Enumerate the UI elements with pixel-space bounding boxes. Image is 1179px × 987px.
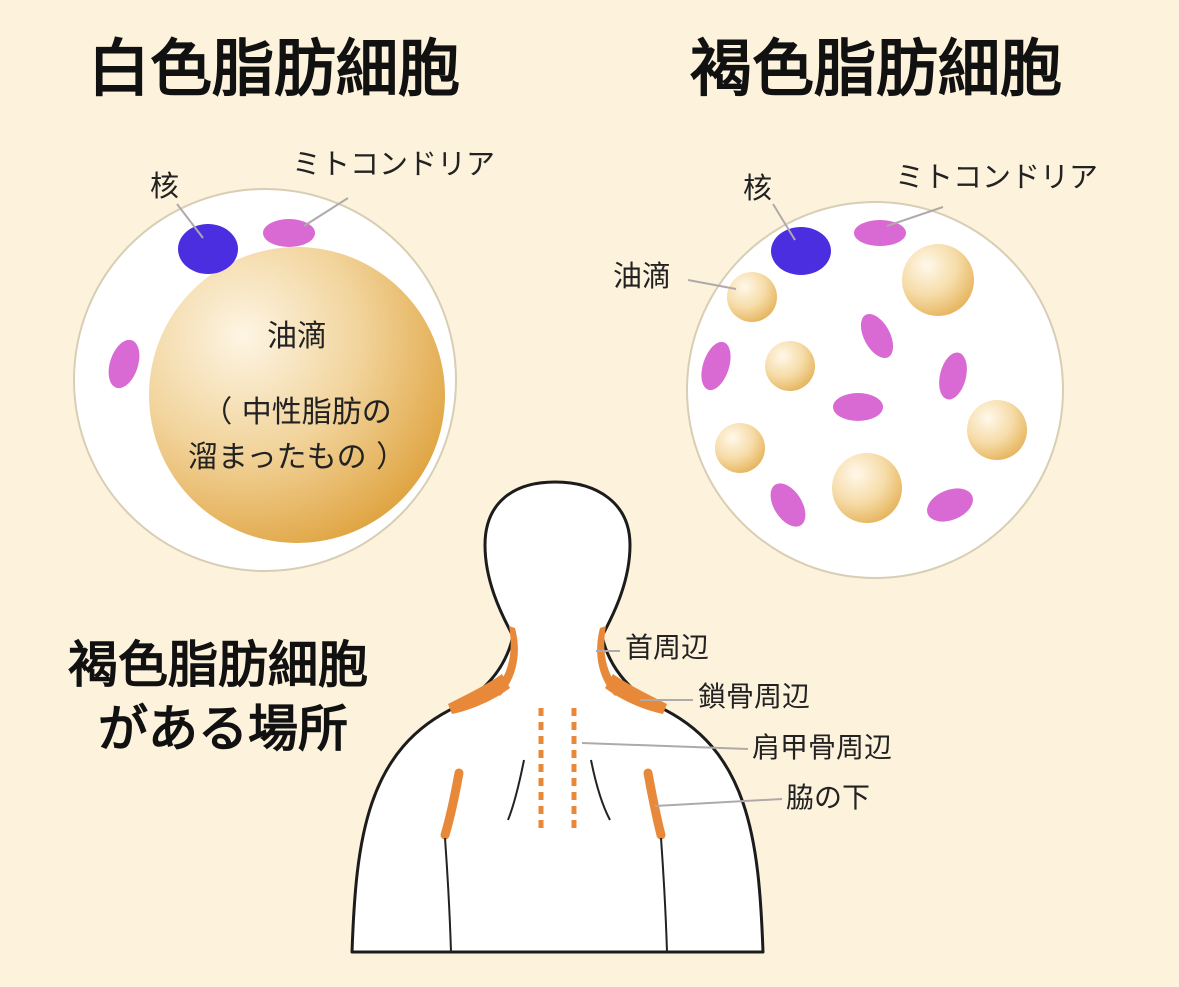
clavicle-fat-left xyxy=(448,674,510,714)
white-cell-title: 白色脂肪細胞 xyxy=(88,32,461,105)
location-title-line1: 褐色脂肪細胞 xyxy=(68,636,368,694)
mitochondria-leader-line xyxy=(303,197,349,227)
armpit-fat-right xyxy=(643,768,666,840)
brown-cell-oil-droplet xyxy=(967,400,1027,460)
armpit-fat-left xyxy=(440,768,464,840)
brown-cell-oil-droplet xyxy=(832,453,902,523)
brown-mitochondria-label: ミトコンドリア xyxy=(895,160,1099,194)
brown-cell-mitochondrion xyxy=(860,313,894,359)
brown-cell-mitochondrion xyxy=(927,488,973,522)
brown-cell-oil-droplet xyxy=(765,341,815,391)
white-oil-note-line1: （ 中性脂肪の xyxy=(202,395,392,430)
arm-line-right xyxy=(660,837,668,953)
neck-label: 首周辺 xyxy=(625,631,710,664)
brown-cell-oil-droplet xyxy=(902,244,974,316)
oil-leader-line xyxy=(687,279,737,290)
white-mitochondria-label: ミトコンドリア xyxy=(292,147,496,181)
brown-nucleus-label: 核 xyxy=(743,171,773,205)
nucleus-leader-line xyxy=(772,203,796,241)
brown-cell-mitochondrion xyxy=(833,393,883,421)
brown-cell-nucleus xyxy=(771,227,831,275)
armpit-leader-line xyxy=(654,798,783,807)
brown-oil-label: 油滴 xyxy=(613,259,672,293)
white-cell-oil-droplet xyxy=(149,247,445,543)
brown-cell-mitochondrion xyxy=(939,352,967,400)
neck-fat-left xyxy=(494,626,518,696)
brown-cell-title: 褐色脂肪細胞 xyxy=(690,32,1063,105)
white-oil-note-line2: 溜まったもの ） xyxy=(187,440,407,475)
scapula-line-left xyxy=(507,759,525,821)
white-cell-nucleus xyxy=(178,224,238,274)
location-title-line2: がある場所 xyxy=(98,700,348,758)
white-cell-mitochondrion xyxy=(263,219,315,247)
arm-line-left xyxy=(444,837,452,953)
human-figure xyxy=(350,480,783,954)
white-cell-mitochondrion xyxy=(108,339,140,389)
brown-fat-cell xyxy=(686,201,1064,579)
white-oil-label: 油滴 xyxy=(267,319,327,354)
brown-cell-mitochondrion xyxy=(770,483,806,527)
nucleus-leader-line xyxy=(176,203,204,239)
armpit-label: 脇の下 xyxy=(786,781,871,814)
white-nucleus-label: 核 xyxy=(150,169,180,203)
scapula-line-right xyxy=(590,759,611,821)
brown-cell-oil-droplet xyxy=(715,423,765,473)
scapula-leader-line xyxy=(581,742,749,750)
clavicle-fat-right xyxy=(605,674,667,714)
body-outline xyxy=(350,480,765,954)
brown-cell-mitochondrion xyxy=(701,341,731,391)
scapula-label: 肩甲骨周辺 xyxy=(752,731,893,764)
mitochondria-leader-line xyxy=(886,206,944,227)
clavicle-label: 鎖骨周辺 xyxy=(698,680,811,713)
neck-fat-right xyxy=(597,626,621,696)
brown-cell-mitochondrion xyxy=(854,220,906,246)
brown-cell-oil-droplet xyxy=(727,272,777,322)
white-fat-cell xyxy=(73,188,457,572)
